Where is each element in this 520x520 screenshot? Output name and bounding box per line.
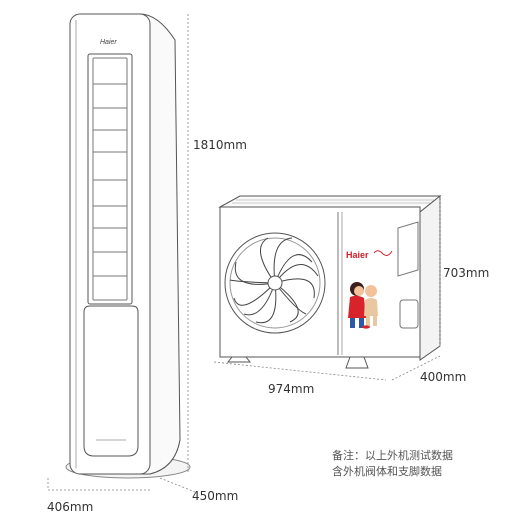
outdoor-foot-left [226, 356, 252, 363]
indoor-air-vent [87, 53, 133, 305]
note-line-1: 备注：以上外机测试数据 [332, 449, 453, 462]
indoor-depth-label: 450mm [192, 489, 239, 503]
outdoor-side-face [419, 194, 441, 361]
indoor-height-label: 1810mm [193, 138, 247, 152]
outdoor-dimension-lines [213, 200, 441, 381]
svg-text:Haier: Haier [346, 250, 369, 260]
outdoor-logo: Haier [346, 250, 393, 260]
outdoor-foot-right [345, 356, 369, 369]
mascot-image [348, 282, 378, 329]
outdoor-depth-label: 400mm [420, 370, 467, 384]
outdoor-width-label: 974mm [268, 382, 315, 396]
outdoor-fan-hub [267, 275, 283, 291]
indoor-logo: Haier [100, 39, 117, 46]
indoor-lower-panel [83, 305, 139, 457]
indoor-front-panel [69, 13, 151, 475]
indoor-width-label: 406mm [47, 500, 94, 514]
outdoor-side-cover [397, 221, 419, 277]
indoor-unit [65, 13, 191, 479]
outdoor-fan-grille [224, 232, 326, 334]
outdoor-unit [218, 194, 442, 369]
outdoor-height-label: 703mm [443, 266, 490, 280]
indoor-dimension-lines [47, 14, 196, 493]
note-line-2: 含外机阀体和支脚数据 [332, 465, 442, 478]
outdoor-valve-cover [399, 299, 419, 329]
